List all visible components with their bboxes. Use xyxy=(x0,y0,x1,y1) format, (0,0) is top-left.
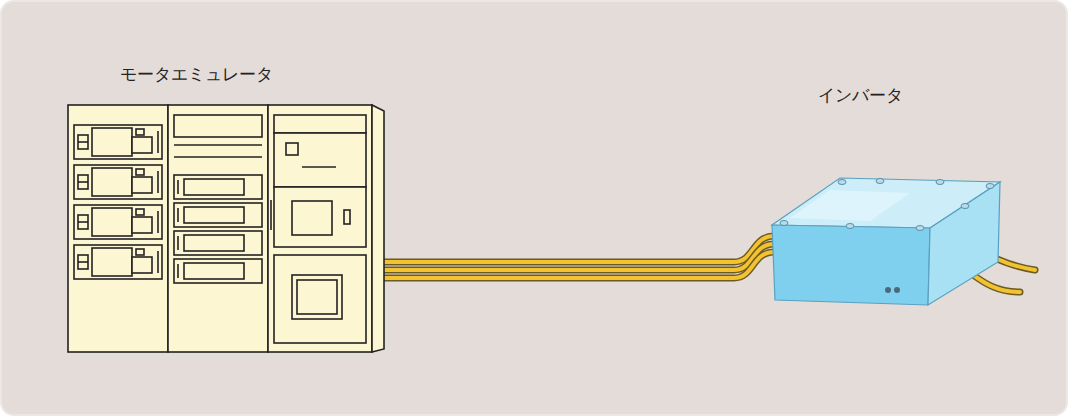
inverter-box: インバータ xyxy=(770,78,1010,310)
power-cable xyxy=(384,236,774,262)
node-label: モータエミュレータ xyxy=(120,63,273,86)
inverter-box-drawing xyxy=(770,78,1010,310)
power-cable xyxy=(384,252,774,278)
power-cable xyxy=(384,244,774,270)
node-label: インバータ xyxy=(818,84,903,107)
motor-emulator-cabinet: モータエミュレータ xyxy=(66,55,388,355)
motor-emulator-cabinet-drawing xyxy=(66,55,388,355)
